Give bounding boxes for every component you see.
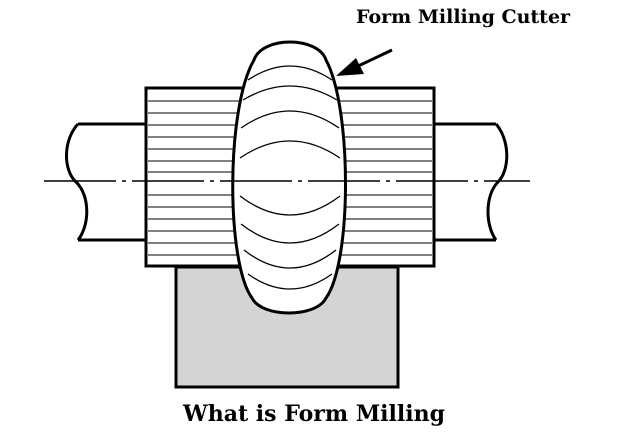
callout-arrow bbox=[336, 48, 393, 76]
spacer-collar-left bbox=[144, 86, 246, 268]
arbor-shaft-left bbox=[65, 122, 148, 242]
diagram-caption: What is Form Milling bbox=[183, 401, 445, 427]
spacer-collar-right bbox=[330, 86, 436, 268]
arbor-shaft-right bbox=[432, 122, 509, 242]
cutter-callout-label: Form Milling Cutter bbox=[356, 6, 571, 28]
form-milling-cutter bbox=[231, 40, 347, 315]
